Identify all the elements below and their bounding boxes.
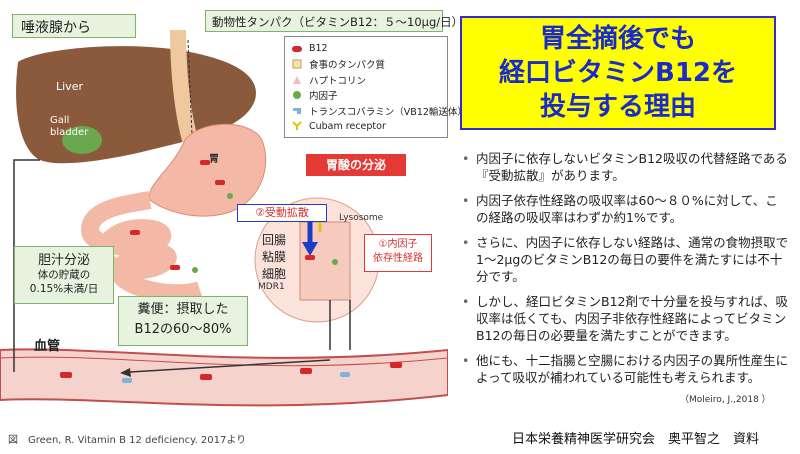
b12-absorption-diagram: 唾液腺から 動物性タンパク（ビタミンB12：５～10μg/日） Liver Ga…	[0, 10, 467, 407]
legend-item-b12: B12	[291, 41, 441, 57]
transcobalamin-icon	[291, 106, 303, 116]
legend-label: トランスコバラミン（VB12輸送体）	[309, 106, 467, 118]
intrinsic-label-line2: 依存性経路	[373, 253, 423, 264]
mucosa-cell-shape	[299, 221, 351, 301]
stool-line2: B12の60～80%	[134, 322, 232, 337]
gastric-acid-label: 胃酸の分泌	[306, 154, 406, 176]
blood-vessel-shape	[0, 348, 448, 407]
intrinsic-label-line1: ①内因子	[378, 239, 418, 250]
title-line1: 胃全摘後でも	[539, 24, 696, 54]
bile-secretion-box: 胆汁分泌 体の貯蔵の 0.15%未満/日	[14, 246, 114, 304]
figure-source: 図 Green, R. Vitamin B 12 deficiency. 201…	[8, 435, 247, 446]
legend-label: ハプトコリン	[309, 75, 367, 87]
bile-line3: 0.15%未満/日	[29, 283, 99, 295]
passive-diffusion-arrowhead	[302, 242, 318, 256]
legend-item-cubam: Cubam receptor	[291, 119, 441, 135]
stomach-label: 胃	[209, 154, 219, 165]
gallbladder-label: Gall bladder	[50, 115, 89, 138]
blood-vessel-label: 血管	[34, 339, 61, 354]
ileum-label-line1: 回腸	[262, 233, 287, 247]
ileum-label-line3: 細胞	[262, 267, 287, 281]
saliva-source-label: 唾液腺から	[12, 14, 136, 38]
legend-item-intrinsic-factor: 内因子	[291, 88, 441, 104]
b12-capsule-icon	[291, 44, 303, 54]
legend-item-food-protein: 食事のタンパク質	[291, 57, 441, 73]
author-credit: 日本栄養精神医学研究会 奥平智之 資料	[512, 432, 760, 447]
cubam-receptor-icon	[291, 121, 303, 131]
legend-label: 内因子	[309, 91, 338, 103]
title-line2: 経口ビタミンB12を	[499, 58, 737, 88]
bile-title: 胆汁分泌	[37, 253, 90, 268]
ileum-cell-label: 回腸 粘膜 細胞	[262, 232, 286, 283]
legend-item-haptocorrin: ハプトコリン	[291, 72, 441, 88]
vessel-flow-arrow	[129, 359, 331, 373]
passive-diffusion-label: ②受動拡散	[237, 204, 327, 222]
legend-label: 食事のタンパク質	[309, 60, 386, 72]
stool-box: 糞便：摂取した B12の60～80%	[118, 296, 248, 346]
gallbladder-shape	[62, 126, 102, 154]
bullet-list: 内因子に依存しないビタミンB12吸収の代替経路である『受動拡散』があります。 内…	[462, 150, 790, 394]
animal-protein-label: 動物性タンパク（ビタミンB12：５～10μg/日）	[205, 10, 463, 32]
esophagus-shape	[170, 29, 198, 143]
bullet-item: さらに、内因子に依存しない経路は、通常の食物摂取で1～2μgのビタミンB12の毎…	[462, 234, 790, 285]
ileum-label-line2: 粘膜	[262, 250, 287, 264]
food-protein-icon	[291, 59, 303, 69]
mdr1-label: MDR1	[258, 282, 285, 292]
bullet-item: 他にも、十二指腸と空腸における内因子の異所性産生によって吸収が補われている可能性…	[462, 352, 790, 386]
bullet-item: 内因子に依存しないビタミンB12吸収の代替経路である『受動拡散』があります。	[462, 150, 790, 184]
legend-item-transcobalamin: トランスコバラミン（VB12輸送体）	[291, 103, 467, 119]
stool-line1: 糞便：摂取した	[137, 302, 229, 317]
intrinsic-factor-icon	[291, 90, 303, 100]
bullet-item: しかし、経口ビタミンB12剤で十分量を投与すれば、吸収率は低くても、内因子非依存…	[462, 293, 790, 344]
title-line3: 投与する理由	[539, 92, 696, 122]
legend-label: B12	[309, 43, 328, 55]
legend: B12 食事のタンパク質 ハプトコリン 内因子 トランスコバラミン（VB12輸送…	[284, 36, 467, 138]
bullet-item: 内因子依存性経路の吸収率は60～８０%に対して、この経路の吸収率はわずか約1%で…	[462, 192, 790, 226]
intrinsic-pathway-label: ①内因子 依存性経路	[364, 234, 432, 272]
legend-label: Cubam receptor	[309, 120, 386, 132]
slide-title: 胃全摘後でも 経口ビタミンB12を 投与する理由	[460, 16, 776, 130]
liver-label: Liver	[56, 80, 83, 93]
haptocorrin-icon	[291, 75, 303, 85]
stomach-shape	[148, 123, 267, 217]
anatomy-illustration	[0, 29, 448, 407]
b12-capsules	[60, 160, 402, 383]
citation: （Moleiro, J.,2018 ）	[680, 395, 771, 405]
lysosome-label: Lysosome	[339, 213, 384, 223]
bile-line2: 体の貯蔵の	[37, 269, 91, 281]
